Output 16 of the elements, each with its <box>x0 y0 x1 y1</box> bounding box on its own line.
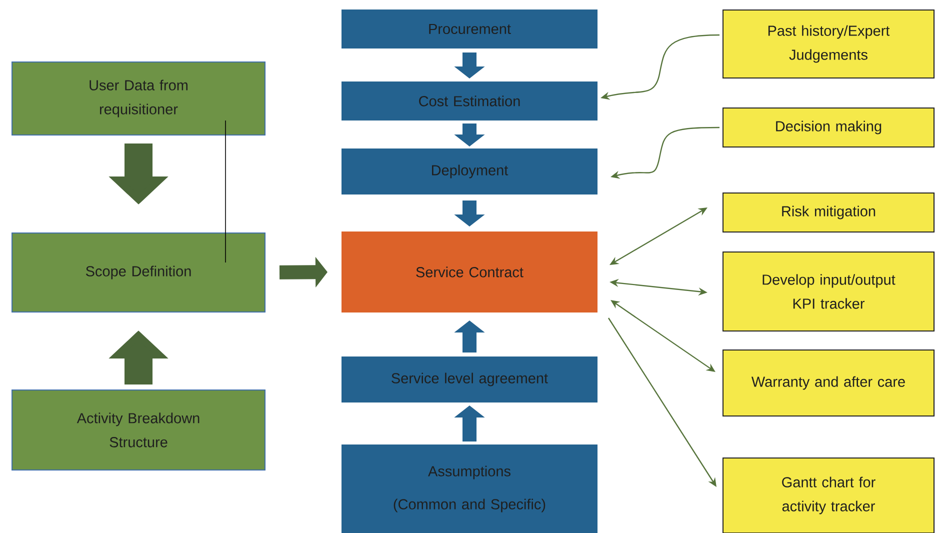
process-box: Assumptions (Common and Specific) <box>342 444 598 533</box>
process-box: User Data from requisitioner <box>12 62 266 136</box>
process-box: Procurement <box>342 10 598 48</box>
note-box: Decision making <box>722 108 934 148</box>
note-box: Past history/Expert Judgements <box>722 10 934 78</box>
process-box: Deployment <box>342 148 598 194</box>
note-box: Gantt chart for activity tracker <box>722 458 934 533</box>
process-box: Activity Breakdown Structure <box>12 390 266 470</box>
process-box: Scope Definition <box>12 232 266 312</box>
connector-line <box>225 120 226 263</box>
note-box: Develop input/output KPI tracker <box>722 252 934 332</box>
process-box: Service level agreement <box>342 356 598 402</box>
note-box: Warranty and after care <box>722 350 934 416</box>
process-box: Service Contract <box>342 232 598 312</box>
process-box: Cost Estimation <box>342 82 598 120</box>
note-box: Risk mitigation <box>722 192 934 232</box>
